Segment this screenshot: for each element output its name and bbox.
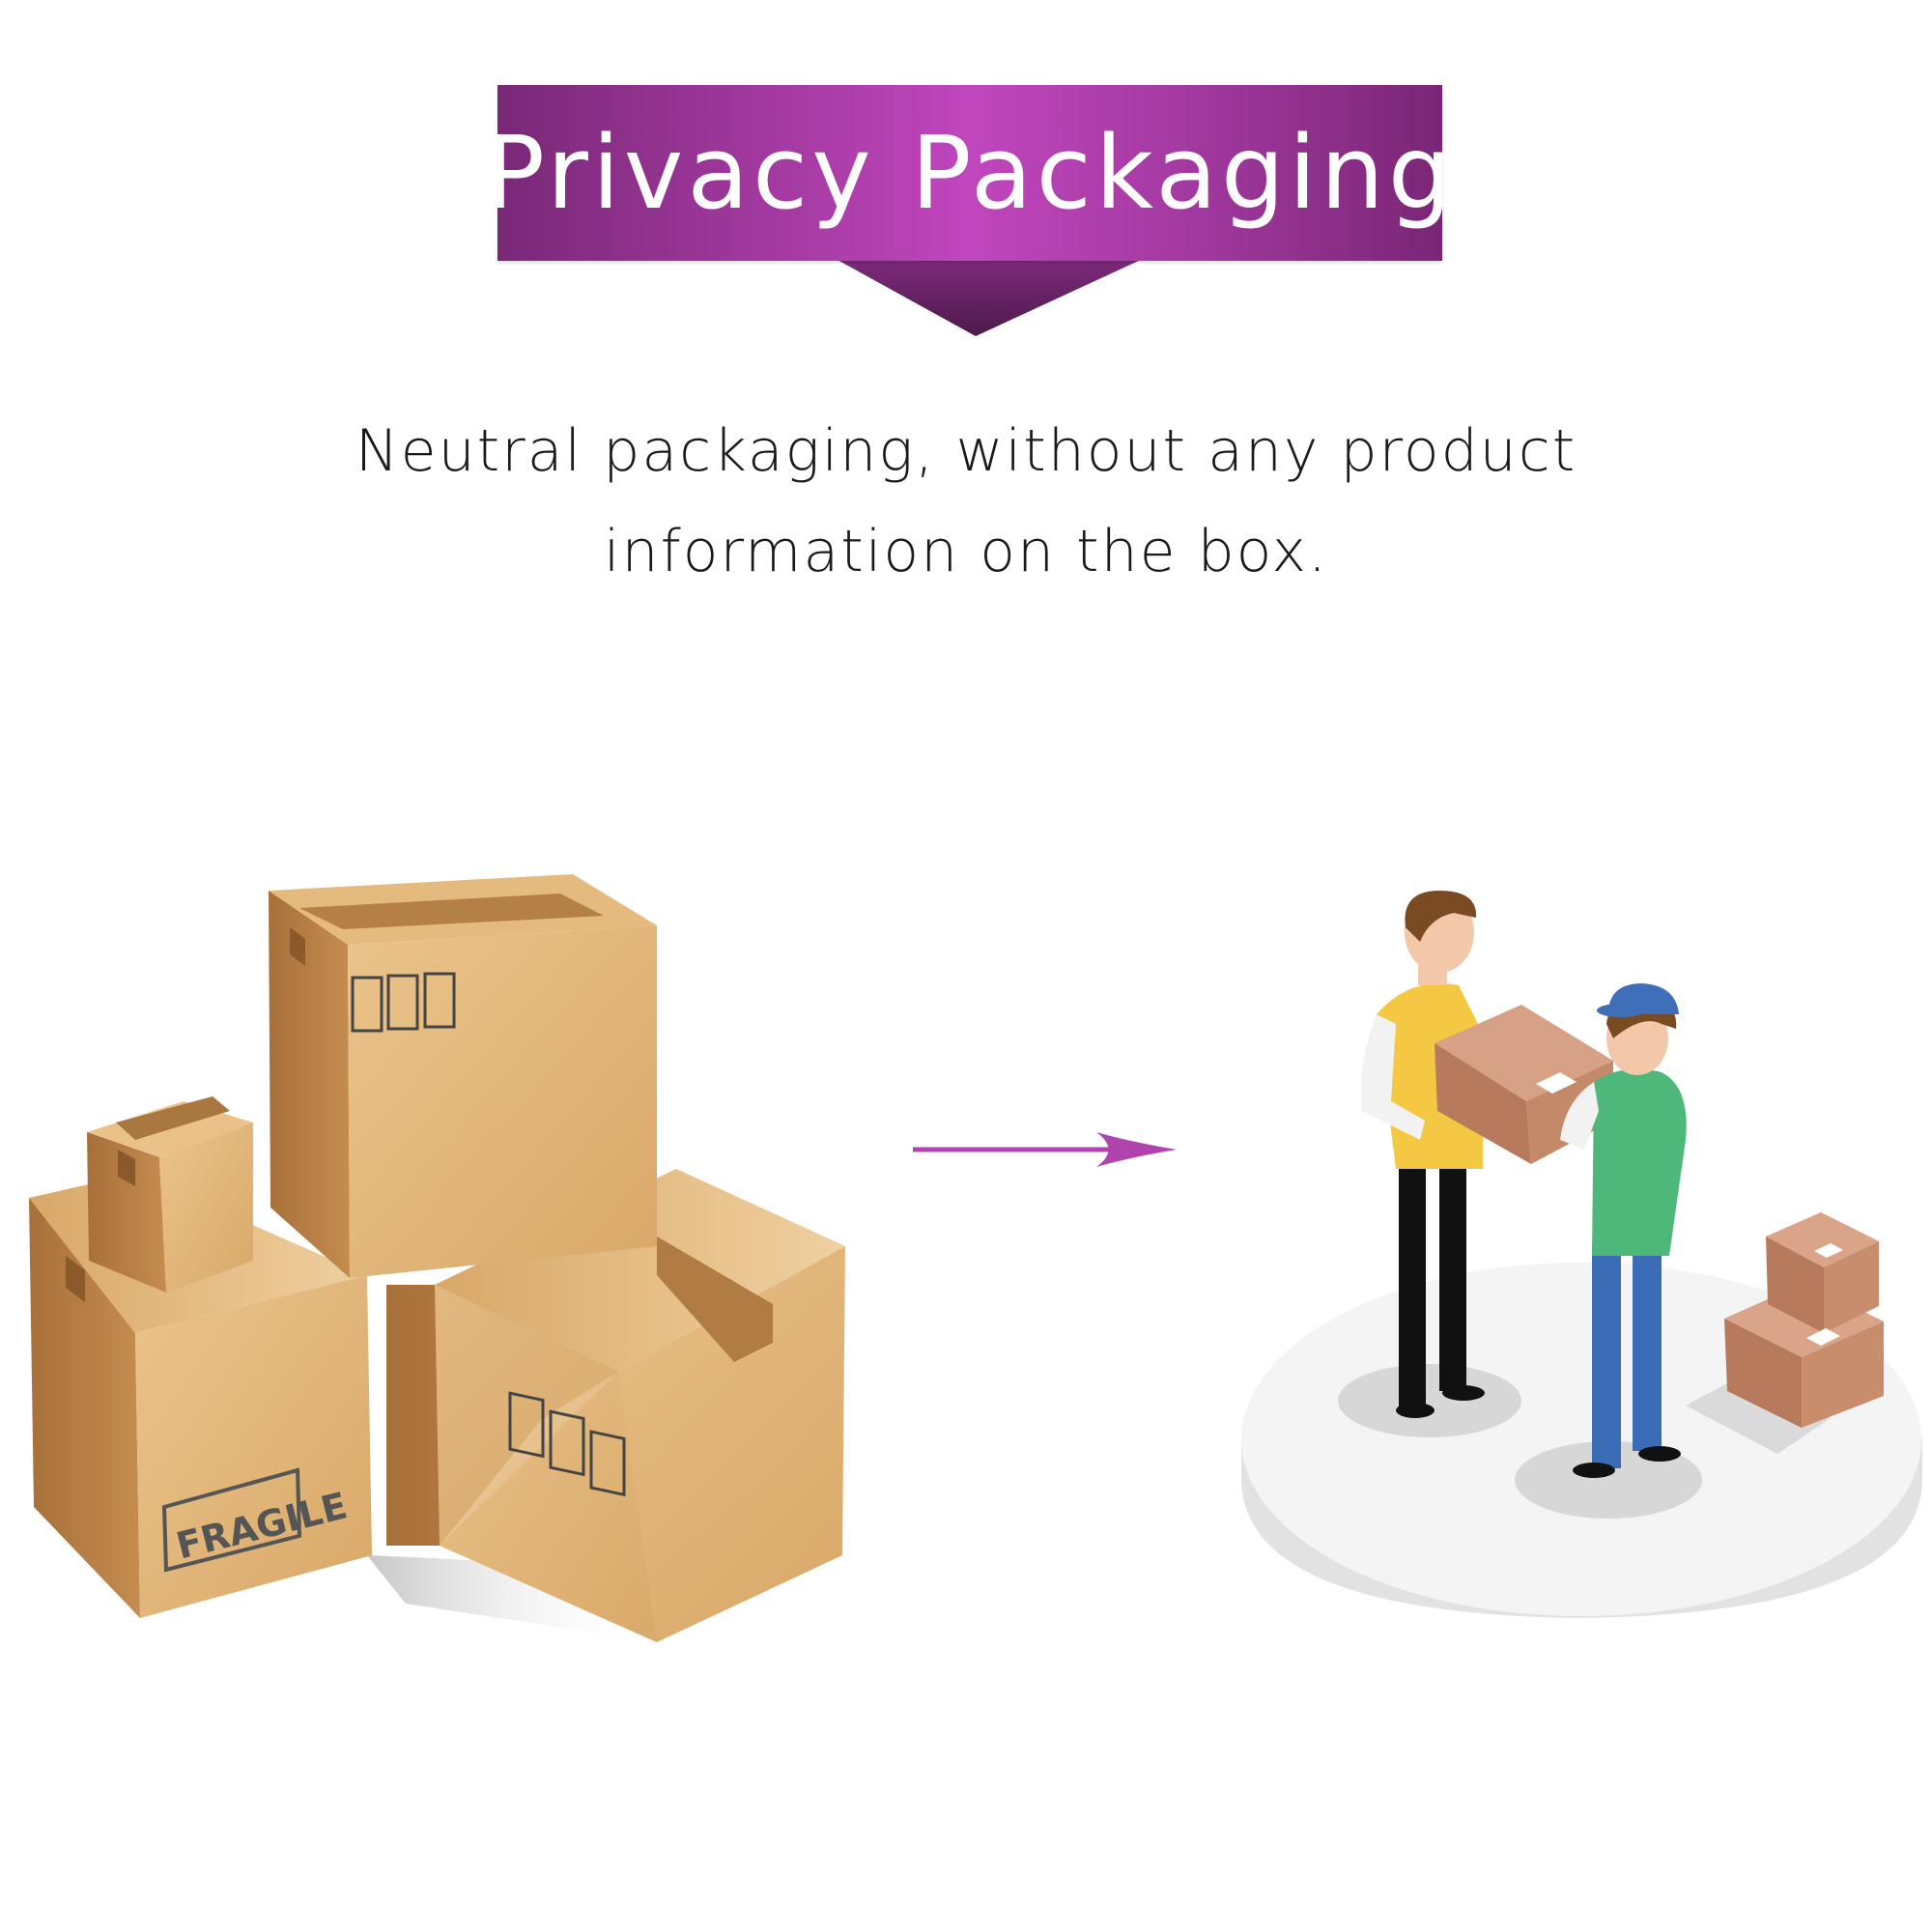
small-box	[87, 1096, 253, 1293]
handling-icons	[508, 1391, 626, 1497]
customer-figure	[1361, 891, 1485, 1418]
page-title: Privacy Packaging	[484, 114, 1456, 232]
description-line-2: information on the box.	[603, 518, 1329, 585]
stacked-parcels	[1724, 1212, 1884, 1428]
title-banner: Privacy Packaging	[484, 85, 1452, 261]
tall-top-box	[269, 874, 657, 1278]
large-right-box	[386, 1169, 845, 1642]
delivery-scene	[1241, 891, 1922, 1618]
description: Neutral packaging, without any product i…	[290, 401, 1642, 602]
courier-figure	[1560, 983, 1687, 1478]
handling-icons	[351, 972, 456, 1033]
transition-arrow-icon	[913, 1132, 1177, 1167]
description-line-1: Neutral packaging, without any product	[355, 417, 1577, 485]
cardboard-boxes: FRAGILE	[29, 874, 845, 1642]
